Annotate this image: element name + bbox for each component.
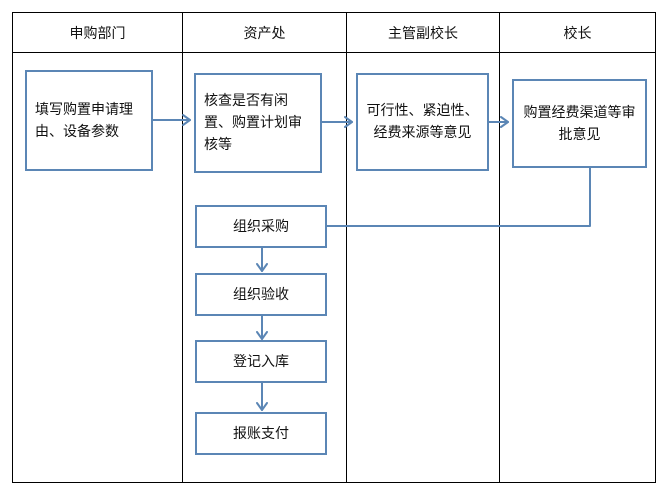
connector-principal-to-purchase	[326, 167, 591, 227]
arrowhead-6	[256, 402, 268, 411]
node-fill-request: 填写购置申请理由、设备参数	[25, 70, 153, 171]
node-reimburse-payment: 报账支付	[195, 412, 327, 455]
arrowhead-5	[256, 331, 268, 340]
arrowhead-3	[500, 116, 509, 128]
lane-header-principal: 校长	[563, 25, 592, 42]
arrowhead-4	[256, 263, 268, 272]
lane-header-vice-principal: 主管副校长	[388, 25, 458, 42]
node-verify-assets: 核查是否有闲置、购置计划审核等	[194, 73, 322, 173]
arrowhead-1	[182, 114, 191, 126]
node-organize-acceptance: 组织验收	[195, 273, 327, 316]
node-funding-approval: 购置经费渠道等审批意见	[512, 79, 647, 168]
node-register-storage: 登记入库	[195, 340, 327, 383]
arrowhead-2	[344, 116, 353, 128]
node-organize-purchase: 组织采购	[195, 205, 327, 248]
lane-header-purchasing-dept: 申购部门	[69, 25, 126, 42]
lane-header-assets-office: 资产处	[243, 25, 286, 42]
node-feasibility-opinion: 可行性、紧迫性、经费来源等意见	[356, 73, 489, 171]
outer-border	[12, 12, 656, 483]
